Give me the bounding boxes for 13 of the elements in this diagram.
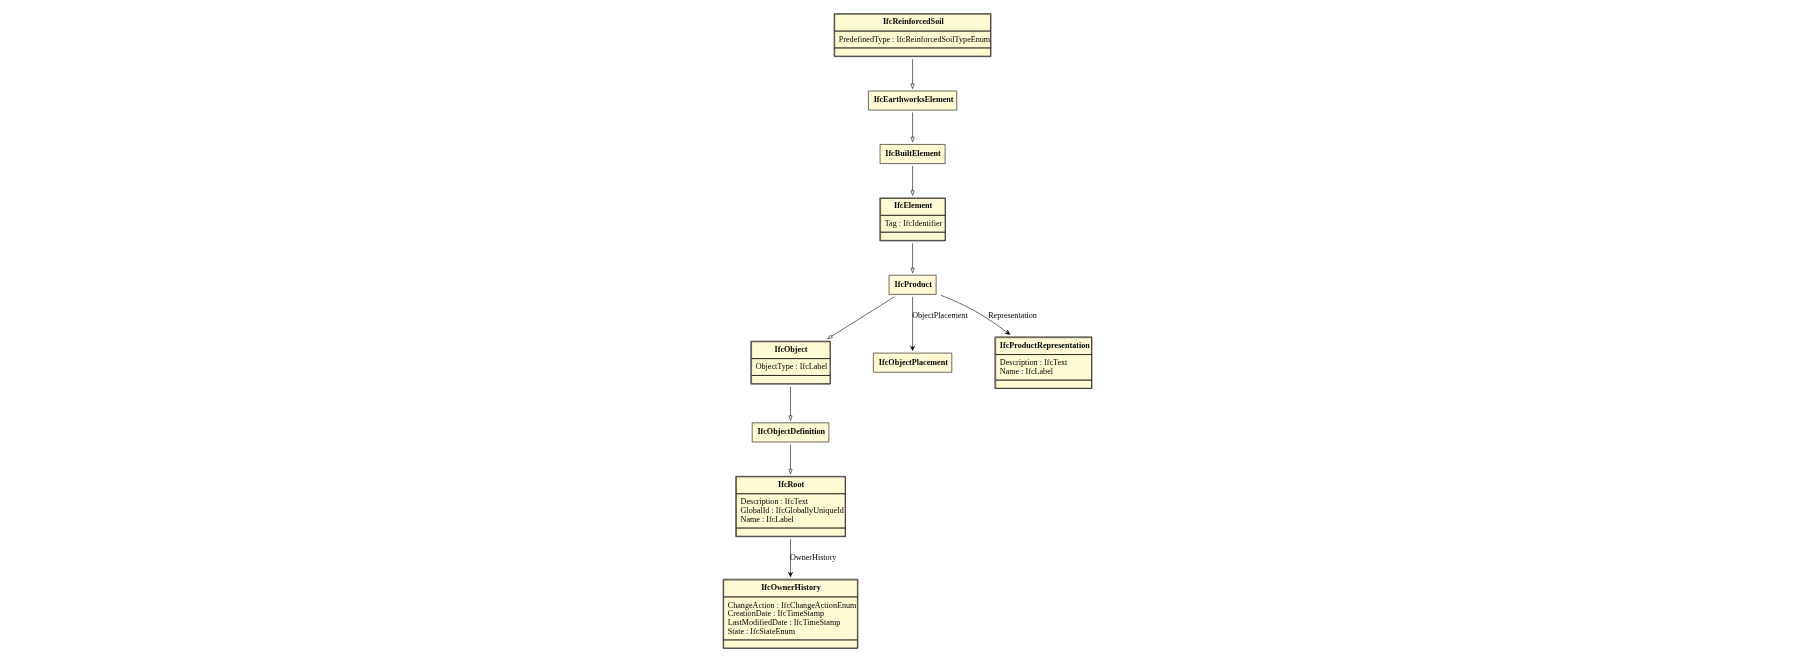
edge-label: OwnerHistory: [789, 552, 837, 562]
arrow: [910, 165, 915, 196]
arrow: [788, 443, 793, 474]
arrow: [788, 538, 793, 577]
arrow: [788, 385, 793, 421]
arrow: [910, 242, 915, 273]
edge-label: ObjectPlacement: [912, 310, 968, 320]
arrow: [910, 111, 915, 142]
arrow: [940, 294, 1011, 335]
arrow: [827, 296, 895, 339]
arrow: [910, 58, 915, 89]
arrow: [910, 296, 915, 351]
edge-label: Representation: [988, 310, 1037, 320]
